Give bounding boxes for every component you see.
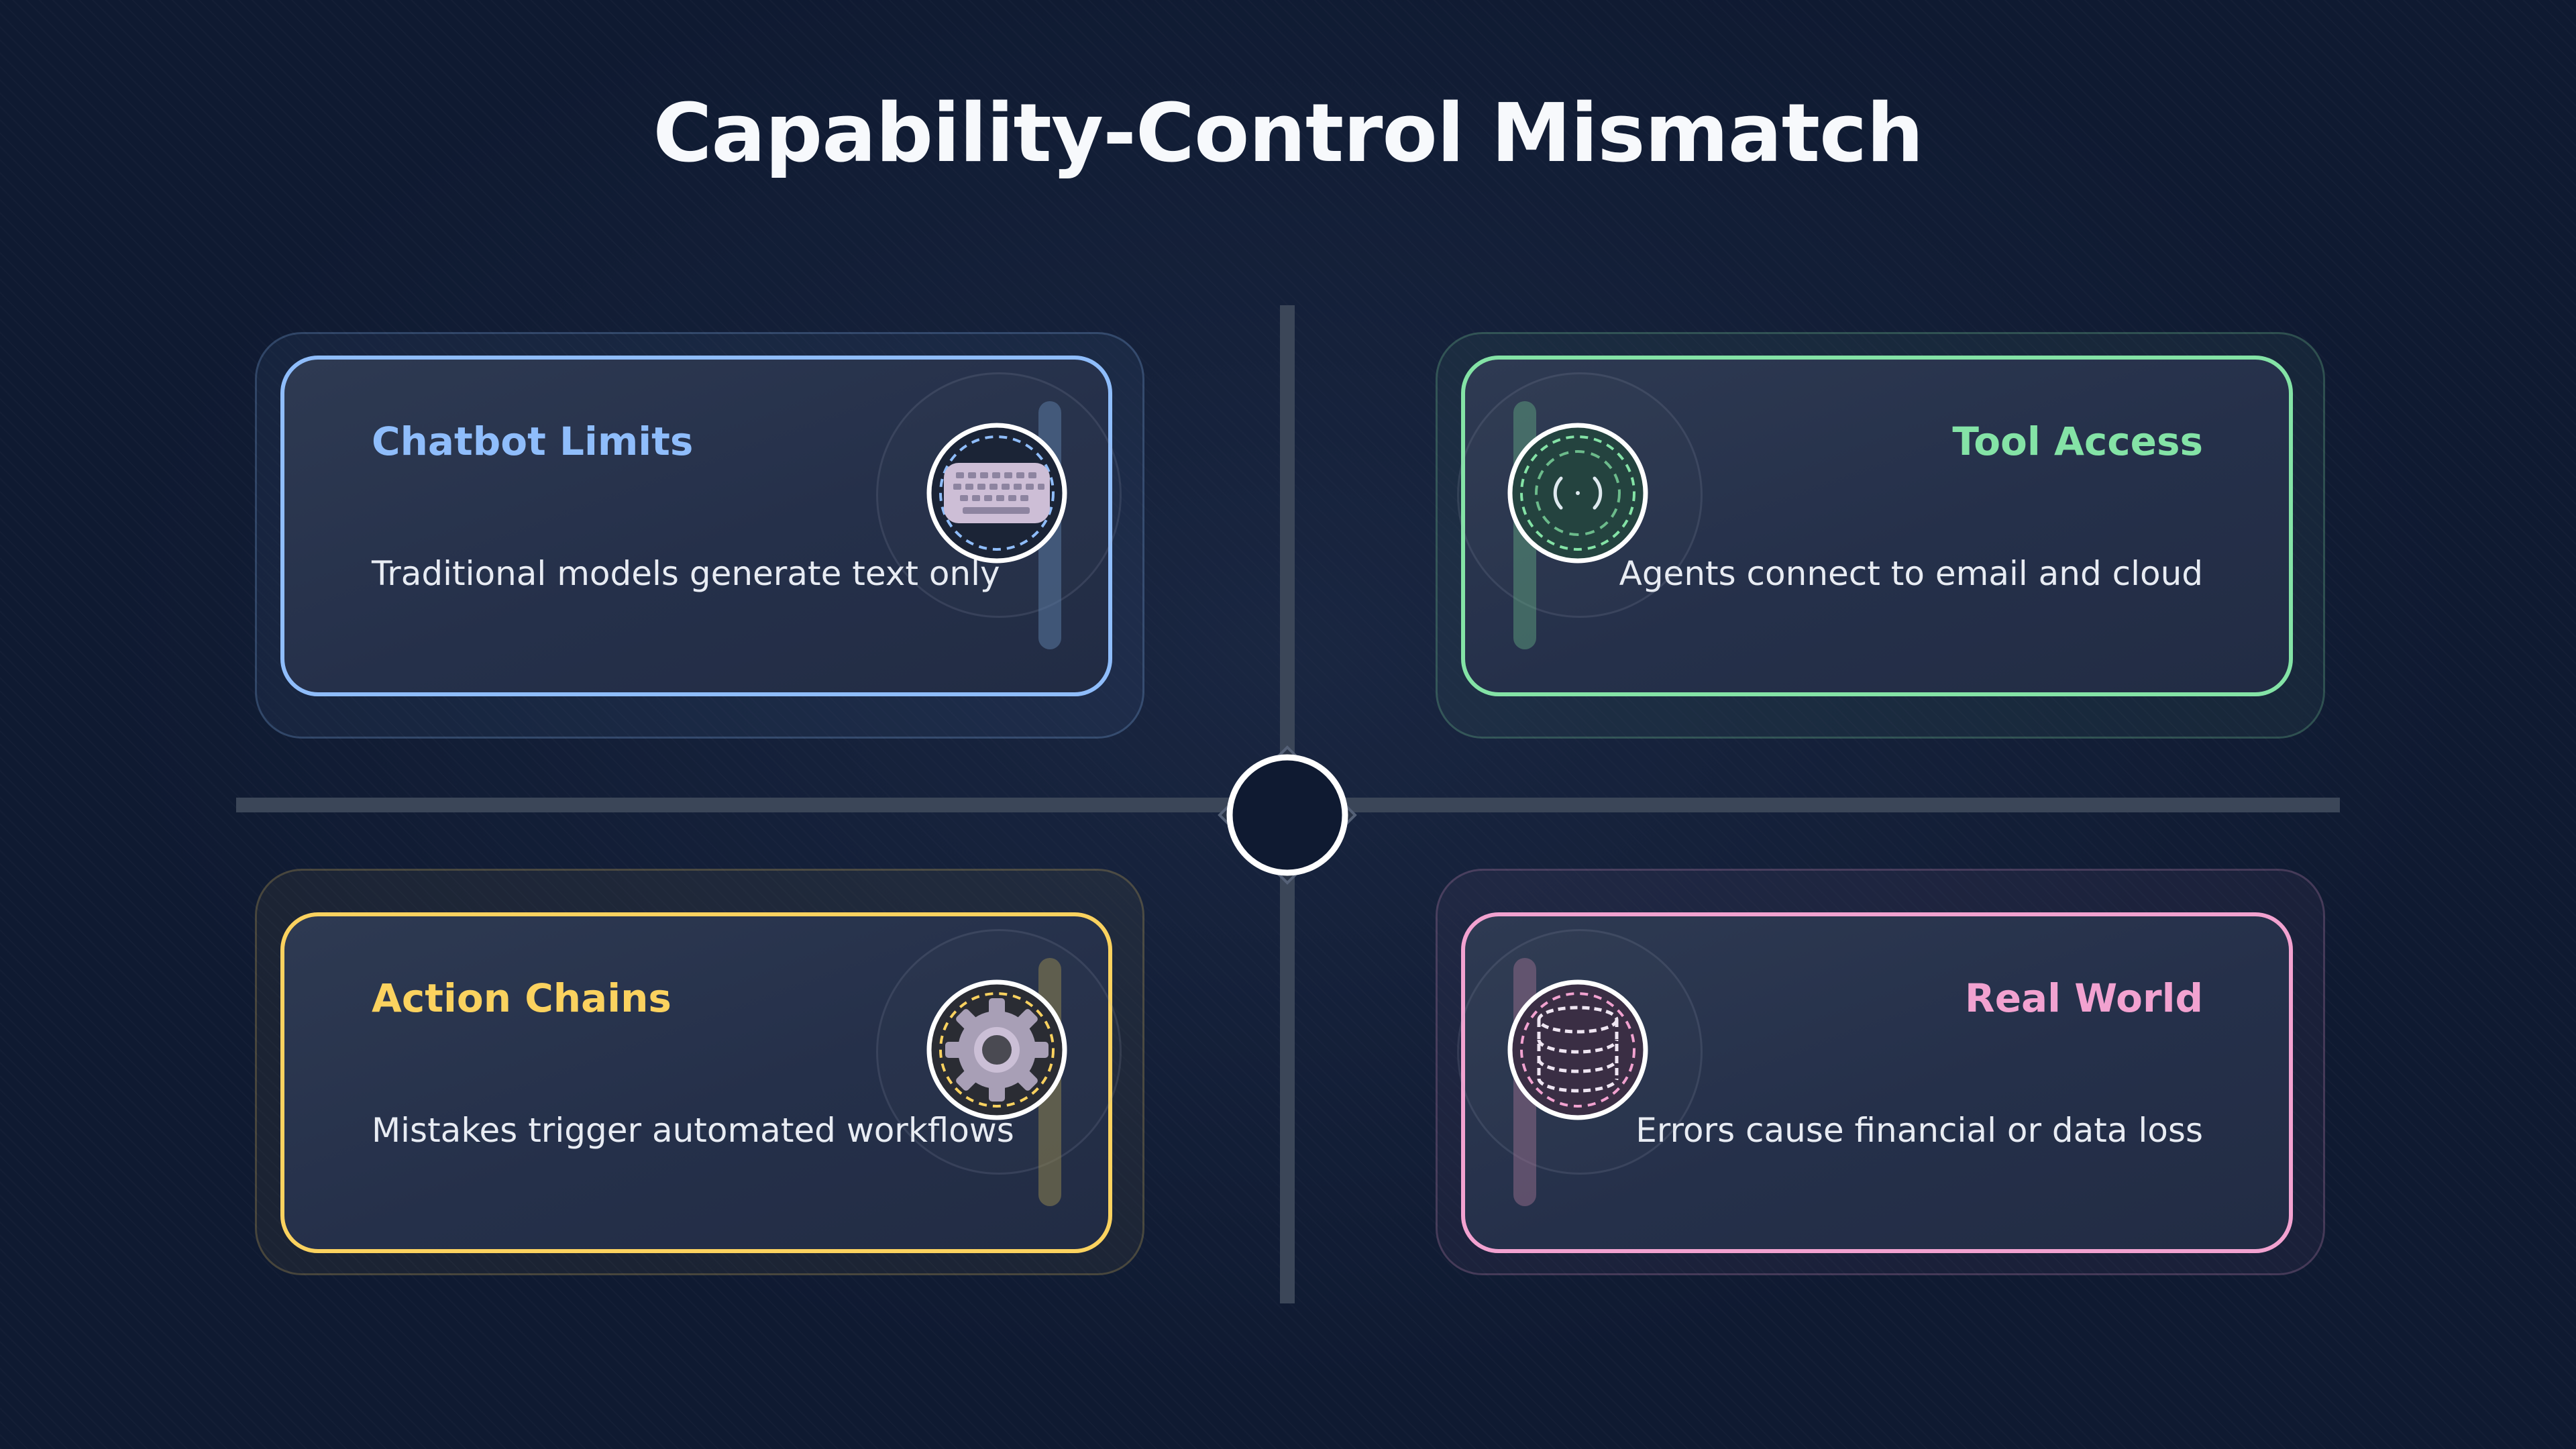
icon-halo xyxy=(876,372,1122,618)
center-hub xyxy=(1218,745,1357,885)
database-icon xyxy=(1506,978,1650,1122)
icon-halo xyxy=(1457,929,1703,1175)
page-title: Capability-Control Mismatch xyxy=(653,87,1923,180)
card-description: Agents connect to email and cloud xyxy=(1619,554,2203,593)
card-title: Chatbot Limits xyxy=(372,419,694,464)
card-description: Errors cause financial or data loss xyxy=(1635,1111,2203,1150)
card-title: Action Chains xyxy=(372,975,672,1021)
card-title: Tool Access xyxy=(1952,419,2203,464)
signal-icon xyxy=(1506,421,1650,565)
icon-halo xyxy=(876,929,1122,1175)
keyboard-icon xyxy=(925,421,1069,565)
gear-icon xyxy=(925,978,1069,1122)
card-title: Real World xyxy=(1965,975,2203,1021)
icon-halo xyxy=(1457,372,1703,618)
